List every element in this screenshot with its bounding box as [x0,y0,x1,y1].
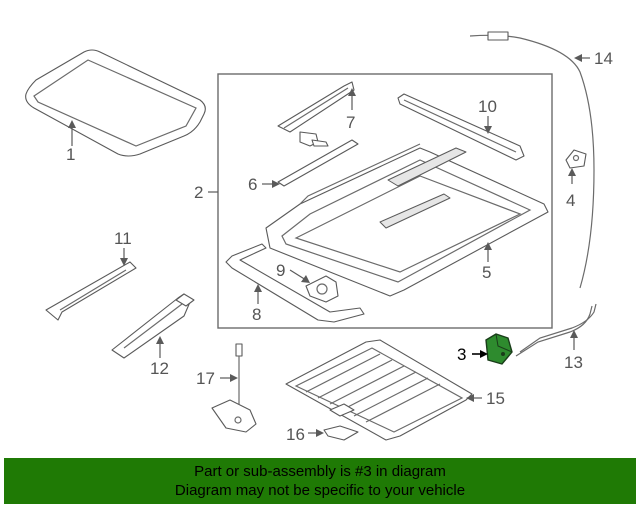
callout-11[interactable]: 11 [114,229,132,248]
arrow-14 [574,54,582,62]
arrow-11 [120,258,128,266]
callout-8[interactable]: 8 [252,305,261,324]
arrow-12 [156,336,164,344]
part-5-frame[interactable] [265,143,549,297]
callout-1[interactable]: 1 [66,145,75,164]
part-3-highlighted[interactable] [485,333,513,365]
callout-17[interactable]: 17 [196,369,215,388]
assembly-2-box [217,73,553,329]
arrow-5 [484,242,492,250]
callout-2[interactable]: 2 [194,183,203,202]
callout-16[interactable]: 16 [286,425,305,444]
part-7-bracket[interactable] [277,81,355,133]
part-12-bracket[interactable] [111,293,195,359]
part-4-clip[interactable] [565,149,587,169]
arrow-1 [68,120,76,128]
arrow-7 [348,88,356,96]
arrow-15 [466,394,474,402]
arrow-3 [480,350,488,358]
parts-diagram: 1 2 7 6 10 5 8 [25,31,613,444]
callout-10[interactable]: 10 [478,97,497,116]
callout-7[interactable]: 7 [346,113,355,132]
arrow-6 [272,180,280,188]
leader-9 [289,269,307,281]
callout-6[interactable]: 6 [248,175,257,194]
arrow-9 [301,275,310,283]
part-13-drain-hose[interactable] [515,303,597,357]
part-9-motor[interactable] [305,275,339,303]
callout-12[interactable]: 12 [150,359,169,378]
part-15-sunshade[interactable] [285,339,473,441]
callout-3[interactable]: 3 [457,345,466,364]
banner-line-1: Part or sub-assembly is #3 in diagram [194,463,446,480]
arrow-8 [254,284,262,292]
banner-line-2: Diagram may not be specific to your vehi… [174,482,466,499]
part-6-seal-strip[interactable] [277,139,359,187]
arrow-17 [230,374,238,382]
part-14-drain-hose[interactable] [469,31,595,289]
callout-14[interactable]: 14 [594,49,613,68]
part-17-support[interactable] [211,343,257,433]
callout-13[interactable]: 13 [564,353,583,372]
info-banner: Part or sub-assembly is #3 in diagram Di… [4,458,636,504]
arrow-4 [568,168,576,176]
bolt-icon[interactable] [299,131,329,147]
callout-5[interactable]: 5 [482,263,491,282]
part-1-glass-panel[interactable] [25,49,206,157]
arrow-13 [570,330,578,338]
arrow-10 [484,126,492,134]
callout-15[interactable]: 15 [486,389,505,408]
part-8-rail[interactable] [225,243,365,323]
callout-9[interactable]: 9 [276,261,285,280]
part-16-handle[interactable] [323,425,359,441]
callout-4[interactable]: 4 [566,191,575,210]
part-11-bracket[interactable] [45,261,137,321]
arrow-16 [316,429,324,437]
part-10-deflector[interactable] [397,93,525,161]
